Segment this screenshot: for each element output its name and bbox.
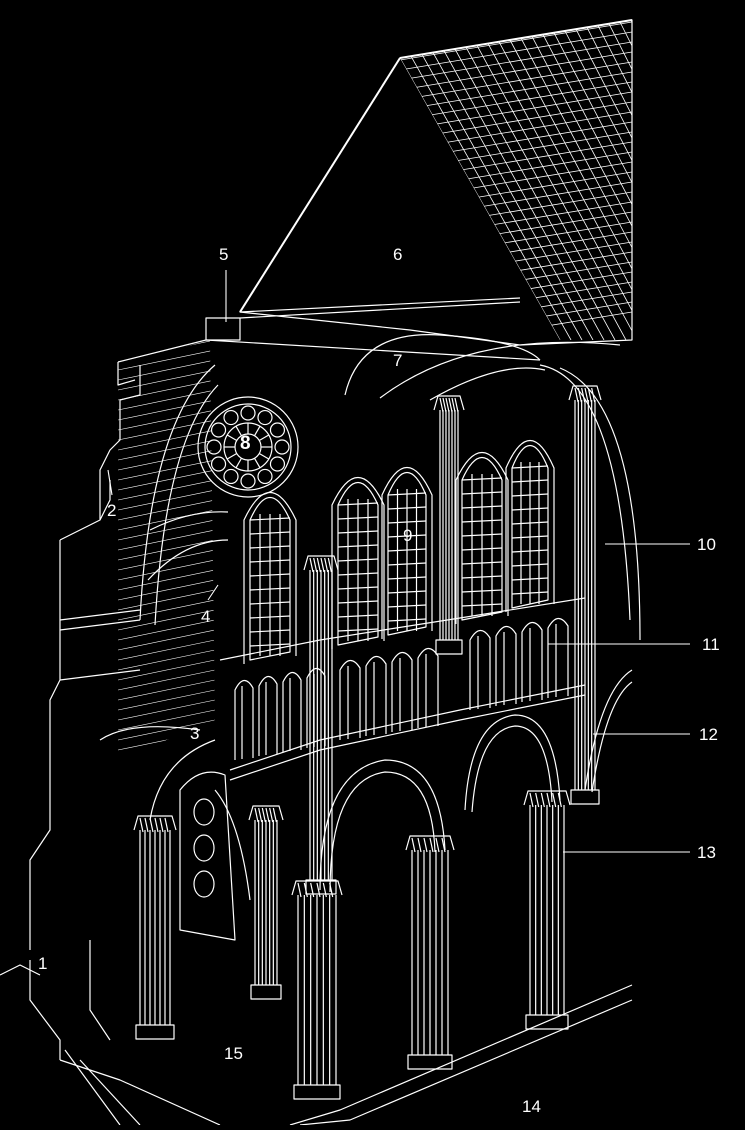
arcade-arches — [99, 669, 633, 901]
leader-lines — [107, 270, 690, 853]
label-15: 15 — [224, 1044, 243, 1063]
vault — [344, 334, 641, 641]
aisle-window — [179, 771, 236, 941]
label-13: 13 — [697, 843, 716, 862]
label-11: 11 — [702, 635, 720, 654]
piers — [133, 385, 602, 1100]
parapet-walkway — [117, 317, 541, 386]
roof — [239, 19, 633, 346]
label-4: 4 — [201, 607, 211, 626]
label-3: 3 — [190, 724, 200, 743]
label-12: 12 — [699, 725, 718, 744]
label-9: 9 — [403, 526, 413, 545]
label-8: 8 — [240, 433, 251, 454]
floor — [0, 940, 633, 1126]
label-2: 2 — [107, 501, 117, 520]
label-14: 14 — [522, 1097, 541, 1116]
label-5: 5 — [219, 245, 229, 264]
label-7: 7 — [393, 351, 403, 370]
label-6: 6 — [393, 245, 403, 264]
rose-window — [197, 396, 299, 498]
label-10: 10 — [697, 535, 716, 554]
triforium — [219, 597, 586, 781]
buttress — [29, 340, 229, 950]
label-1: 1 — [38, 954, 48, 973]
clerestory-windows — [243, 439, 555, 664]
left-edge-bar — [0, 240, 26, 560]
